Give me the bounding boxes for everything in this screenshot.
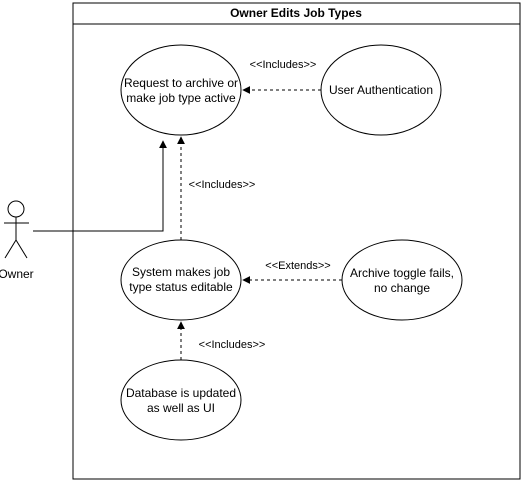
use-case-editable[interactable]: System makes job type status editable	[120, 239, 242, 321]
use-case-db-line-2: as well as UI	[147, 401, 215, 415]
use-case-fail-line-2: no change	[374, 281, 430, 295]
include-db-label: <<Includes>>	[199, 339, 266, 351]
include-request-auth[interactable]: <<Includes>>	[242, 59, 321, 94]
use-case-request-line-2: make job type active	[126, 91, 236, 105]
include-db-editable[interactable]: <<Includes>>	[177, 321, 266, 360]
association-owner-request[interactable]	[33, 140, 167, 232]
use-case-request[interactable]: Request to archive or make job type acti…	[120, 44, 242, 136]
system-title: Owner Edits Job Types	[230, 6, 362, 20]
use-case-editable-line-2: type status editable	[129, 280, 233, 294]
include-auth-label: <<Includes>>	[250, 59, 317, 71]
use-case-editable-line-1: System makes job	[132, 265, 230, 279]
actor-owner[interactable]: Owner	[0, 200, 34, 281]
use-case-db[interactable]: Database is updated as well as UI	[120, 359, 242, 441]
include-editable-label: <<Includes>>	[189, 179, 256, 191]
extend-fail-editable[interactable]: <<Extends>>	[242, 260, 342, 284]
use-case-auth[interactable]: User Authentication	[320, 44, 442, 136]
extend-fail-label: <<Extends>>	[265, 260, 330, 272]
use-case-db-line-1: Database is updated	[126, 386, 236, 400]
use-case-auth-line-1: User Authentication	[329, 83, 433, 97]
use-case-fail[interactable]: Archive toggle fails, no change	[341, 239, 463, 321]
actor-label: Owner	[0, 267, 34, 281]
include-editable-request[interactable]: <<Includes>>	[177, 136, 256, 240]
use-case-request-line-1: Request to archive or	[124, 76, 238, 90]
use-case-fail-line-1: Archive toggle fails,	[350, 266, 454, 280]
